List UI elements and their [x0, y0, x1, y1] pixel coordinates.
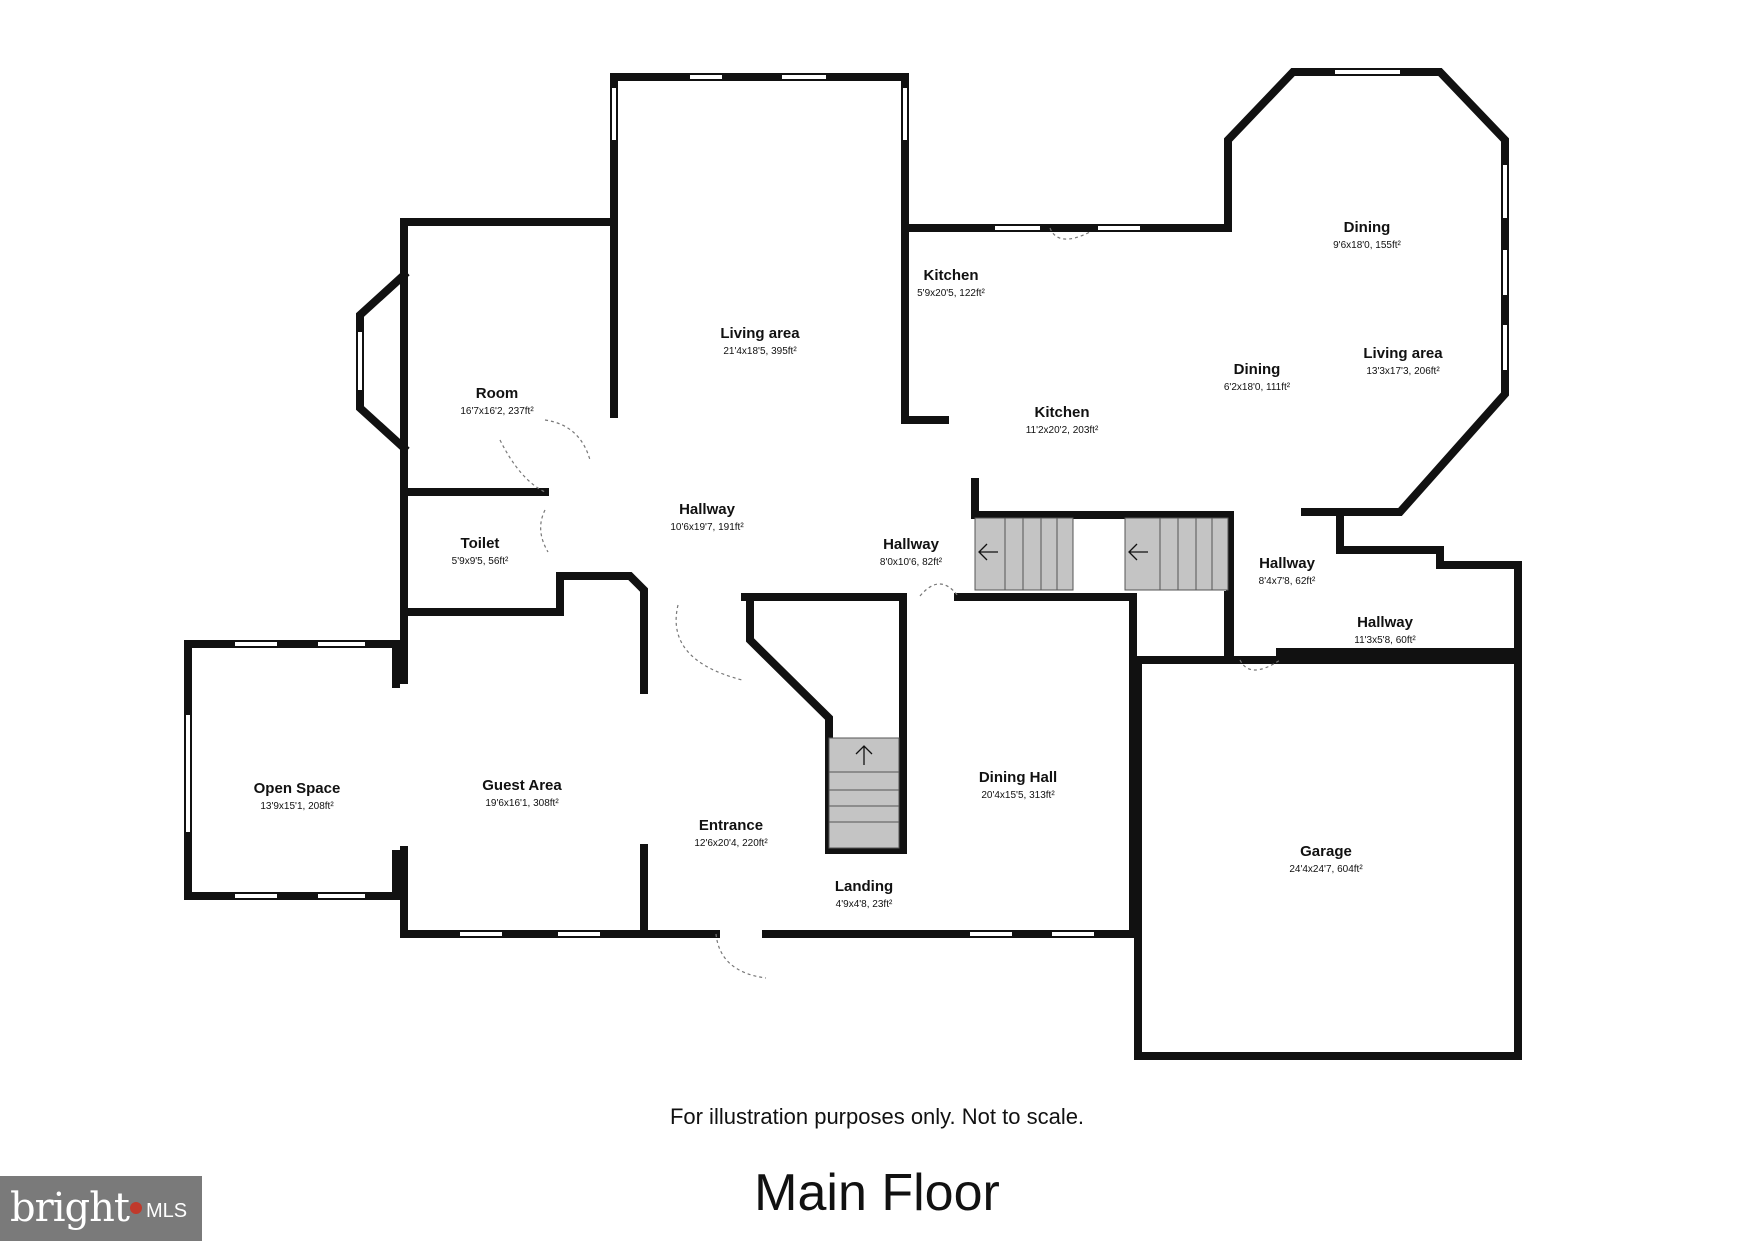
room-label-hallway-2: Hallway	[883, 536, 940, 553]
room-label-dining-1: Dining	[1344, 219, 1391, 236]
room-dims-dining-1: 9'6x18'0, 155ft²	[1333, 240, 1401, 251]
room-dims-dining-2: 6'2x18'0, 111ft²	[1224, 382, 1291, 393]
staircase-left	[974, 517, 1074, 591]
room-dims-hallway-1: 10'6x19'7, 191ft²	[670, 522, 744, 533]
windows	[186, 70, 1507, 936]
room-label-open-space: Open Space	[254, 780, 341, 797]
staircase-landing	[828, 737, 900, 849]
disclaimer-text: For illustration purposes only. Not to s…	[669, 1104, 1085, 1129]
room-dims-hallway-4: 11'3x5'8, 60ft²	[1354, 635, 1416, 646]
room-label-kitchen-1: Kitchen	[923, 267, 978, 284]
room-label-kitchen-2: Kitchen	[1034, 404, 1089, 421]
floor-title: Main Floor	[754, 1164, 1000, 1222]
room-label-hallway-4: Hallway	[1357, 614, 1414, 631]
room-label-landing: Landing	[835, 878, 893, 895]
room-dims-kitchen-2: 11'2x20'2, 203ft²	[1026, 425, 1099, 436]
room-dims-hallway-3: 8'4x7'8, 62ft²	[1259, 576, 1316, 587]
staircase-right	[1124, 517, 1229, 591]
room-dims-landing: 4'9x4'8, 23ft²	[836, 899, 893, 910]
bright-mls-logo: bright MLS	[0, 1176, 202, 1241]
room-dims-hallway-2: 8'0x10'6, 82ft²	[880, 557, 943, 568]
room-label-hallway-3: Hallway	[1259, 555, 1316, 572]
walls	[184, 68, 1522, 1060]
room-dims-dining-hall: 20'4x15'5, 313ft²	[981, 790, 1055, 801]
doors	[499, 227, 1281, 979]
room-dims-toilet: 5'9x9'5, 56ft²	[452, 556, 509, 567]
room-label-toilet: Toilet	[461, 535, 500, 552]
logo-wordmark: bright	[10, 1185, 130, 1231]
room-dims-kitchen-1: 5'9x20'5, 122ft²	[917, 288, 985, 299]
room-dims-room: 16'7x16'2, 237ft²	[460, 406, 534, 417]
room-dims-guest-area: 19'6x16'1, 308ft²	[485, 798, 559, 809]
room-label-garage: Garage	[1300, 843, 1352, 860]
logo-suffix: MLS	[146, 1200, 188, 1222]
room-label-hallway-1: Hallway	[679, 501, 736, 518]
room-label-living-area-2: Living area	[1363, 345, 1443, 362]
logo-dot-icon	[130, 1202, 142, 1214]
room-dims-entrance: 12'6x20'4, 220ft²	[694, 838, 768, 849]
room-label-dining-2: Dining	[1234, 361, 1281, 378]
room-label-guest-area: Guest Area	[482, 777, 562, 794]
room-dims-living-area-1: 21'4x18'5, 395ft²	[723, 346, 797, 357]
room-dims-open-space: 13'9x15'1, 208ft²	[260, 801, 334, 812]
room-labels: Living area 21'4x18'5, 395ft² Room 16'7x…	[254, 219, 1444, 910]
room-label-living-area-1: Living area	[720, 325, 800, 342]
room-label-dining-hall: Dining Hall	[979, 769, 1057, 786]
room-dims-living-area-2: 13'3x17'3, 206ft²	[1366, 366, 1440, 377]
room-label-entrance: Entrance	[699, 817, 763, 834]
room-label-room: Room	[476, 385, 519, 402]
room-dims-garage: 24'4x24'7, 604ft²	[1289, 864, 1363, 875]
